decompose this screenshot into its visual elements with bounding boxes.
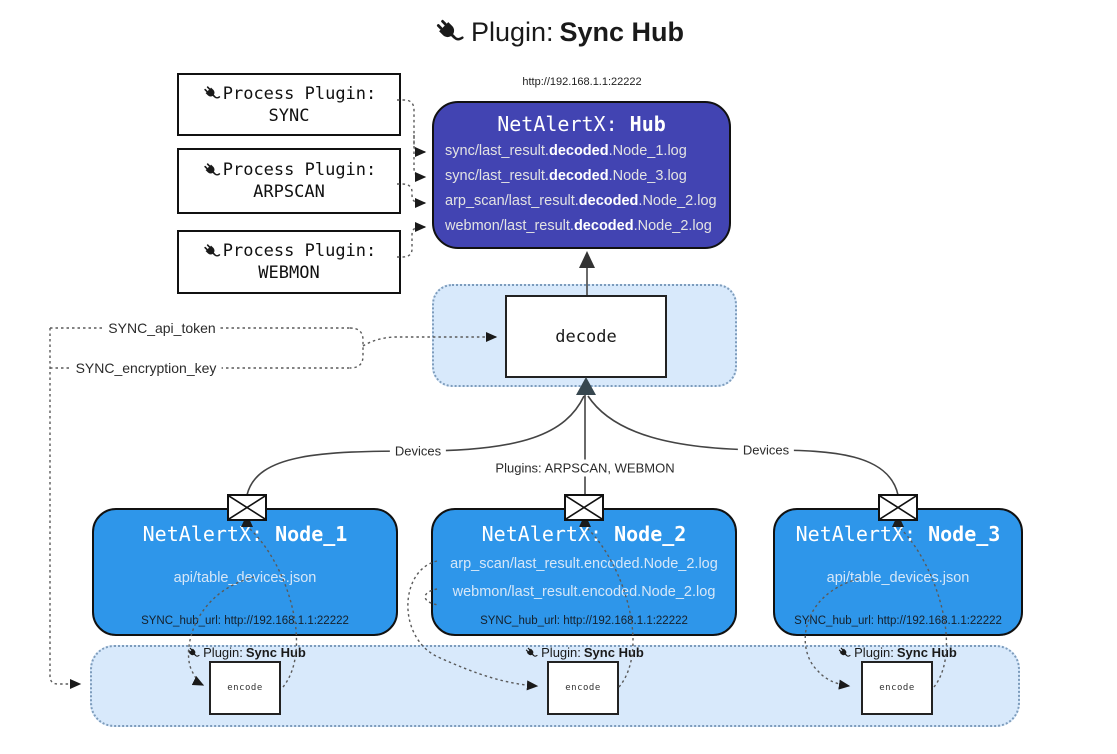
process-plugin-box-sync: Process Plugin: SYNC: [177, 73, 401, 136]
plug-icon: [838, 647, 851, 657]
band-plugin-label: Plugin: Sync Hub: [837, 645, 957, 660]
node-box-node-2: NetAlertX: Node_2 arp_scan/last_result.e…: [431, 508, 737, 636]
plug-icon: [525, 647, 538, 657]
process-plugin-label: Process Plugin:: [222, 160, 377, 180]
node-hub-url: SYNC_hub_url: http://192.168.1.1:22222: [480, 615, 688, 627]
node-title: NetAlertX: Node_3: [795, 522, 1001, 546]
band-plugin-label: Plugin: Sync Hub: [186, 645, 306, 660]
node-files: arp_scan/last_result.encoded.Node_2.log …: [433, 550, 735, 606]
encode-label: encode: [227, 683, 263, 693]
encode-box: encode: [861, 661, 933, 715]
node-hub-url: SYNC_hub_url: http://192.168.1.1:22222: [794, 615, 1002, 627]
hub-node: NetAlertX: Hub sync/last_result.decoded.…: [432, 101, 731, 249]
plug-icon: [436, 19, 464, 41]
envelope-icon: [878, 494, 918, 521]
process-plugin-box-webmon: Process Plugin: WEBMON: [177, 230, 401, 294]
node-file: arp_scan/last_result.encoded.Node_2.log: [450, 556, 718, 572]
process-plugin-name: ARPSCAN: [253, 182, 325, 202]
edge-label-devices-left: Devices: [389, 442, 447, 460]
encode-box: encode: [209, 661, 281, 715]
edge-label-devices-right: Devices: [737, 441, 795, 459]
process-plugin-box-arpscan: Process Plugin: ARPSCAN: [177, 148, 401, 214]
setting-label-encryption-key: SYNC_encryption_key: [70, 359, 222, 377]
hub-url-label: http://192.168.1.1:22222: [522, 76, 642, 88]
hub-log-lines: sync/last_result.decoded.Node_1.log sync…: [434, 139, 729, 239]
node-file: api/table_devices.json: [826, 570, 970, 586]
node-box-node-1: NetAlertX: Node_1 api/table_devices.json…: [92, 508, 398, 636]
hub-title-pre: NetAlertX:: [497, 112, 630, 136]
process-plugin-label: Process Plugin:: [222, 241, 377, 261]
node-title: NetAlertX: Node_2: [481, 522, 687, 546]
page-title: Plugin: Sync Hub: [0, 16, 1117, 48]
hub-log-line: arp_scan/last_result.decoded.Node_2.log: [445, 193, 717, 209]
plug-icon: [204, 162, 220, 176]
encode-label: encode: [879, 683, 915, 693]
hub-log-line: webmon/last_result.decoded.Node_2.log: [445, 218, 712, 234]
setting-label-api-token: SYNC_api_token: [103, 319, 221, 337]
hub-log-line: sync/last_result.decoded.Node_1.log: [445, 143, 687, 159]
encode-box: encode: [547, 661, 619, 715]
node-title: NetAlertX: Node_1: [142, 522, 348, 546]
edge-label-plugins: Plugins: ARPSCAN, WEBMON: [490, 459, 680, 477]
process-plugin-label: Process Plugin:: [222, 83, 377, 104]
encode-label: encode: [565, 683, 601, 693]
node-box-node-3: NetAlertX: Node_3 api/table_devices.json…: [773, 508, 1023, 636]
page-title-text: Plugin:: [470, 16, 554, 47]
envelope-icon: [564, 494, 604, 521]
node-files: api/table_devices.json: [775, 564, 1021, 592]
plug-icon: [204, 243, 220, 257]
hub-log-line: sync/last_result.decoded.Node_3.log: [445, 168, 687, 184]
decode-label: decode: [555, 326, 617, 347]
page-title-bold: Sync Hub: [559, 16, 685, 47]
band-plugin-label: Plugin: Sync Hub: [524, 645, 644, 660]
decode-box: decode: [505, 295, 667, 378]
envelope-icon: [227, 494, 267, 521]
plug-icon: [187, 647, 200, 657]
node-file: api/table_devices.json: [173, 570, 317, 586]
process-plugin-name: WEBMON: [258, 263, 320, 283]
node-file: webmon/last_result.encoded.Node_2.log: [452, 584, 716, 600]
hub-title: NetAlertX: Hub: [434, 112, 729, 136]
process-plugin-name: SYNC: [268, 105, 310, 126]
plug-icon: [204, 86, 220, 99]
hub-title-bold: Hub: [629, 112, 666, 136]
node-hub-url: SYNC_hub_url: http://192.168.1.1:22222: [141, 615, 349, 627]
node-files: api/table_devices.json: [94, 564, 396, 592]
